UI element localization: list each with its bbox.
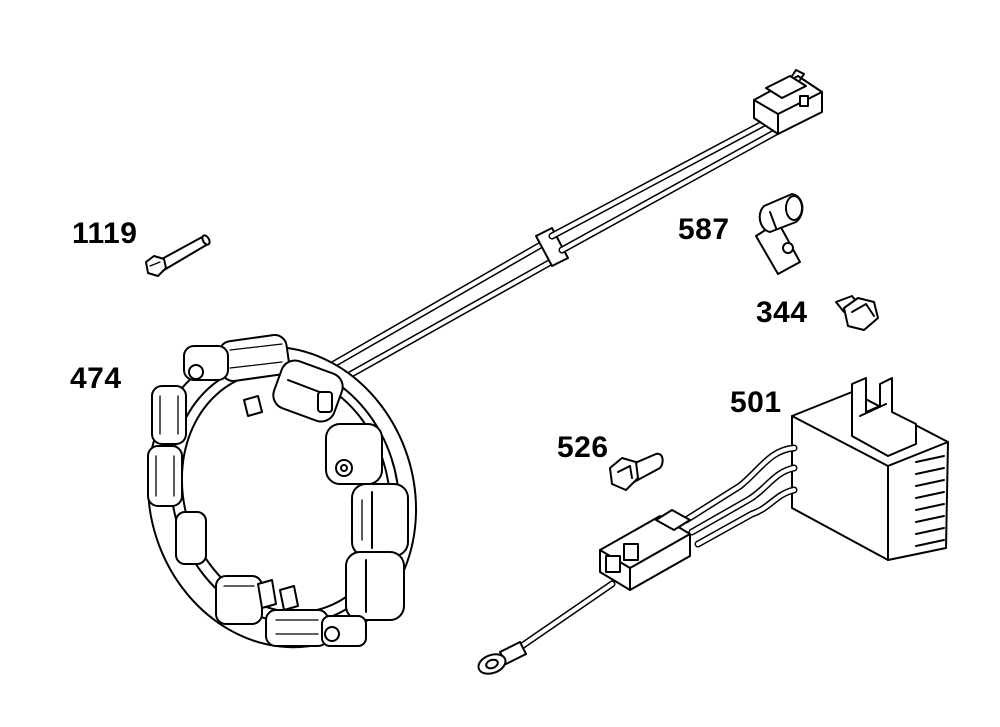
stator-coil xyxy=(321,615,367,647)
stator-ring xyxy=(146,334,418,649)
regulator-connector xyxy=(599,509,691,591)
callout-526: 526 xyxy=(557,431,609,464)
stator-coil xyxy=(151,385,187,445)
stator-coil xyxy=(345,551,405,621)
cooling-fins xyxy=(915,455,945,547)
harness-connector xyxy=(753,69,823,135)
bolt-1119 xyxy=(145,234,211,277)
stator-coil xyxy=(272,359,344,423)
stator-474 xyxy=(146,69,823,649)
stator-coil xyxy=(265,609,329,647)
stator-coil xyxy=(175,511,207,565)
stator-coil xyxy=(351,483,409,557)
stator-coil xyxy=(147,445,183,507)
stator-harness xyxy=(316,116,780,390)
cable-clamp-587 xyxy=(755,193,804,275)
flange-screw-344 xyxy=(835,295,879,331)
callout-474: 474 xyxy=(70,362,122,395)
callout-1119: 1119 xyxy=(72,217,138,250)
callout-344: 344 xyxy=(756,296,808,329)
callout-501: 501 xyxy=(730,386,782,419)
stator-coil xyxy=(215,575,263,625)
stator-coil xyxy=(183,345,229,381)
screw-526 xyxy=(609,452,664,491)
stator-coil xyxy=(325,423,383,485)
regulator-501 xyxy=(477,377,949,675)
callout-587: 587 xyxy=(678,213,730,246)
